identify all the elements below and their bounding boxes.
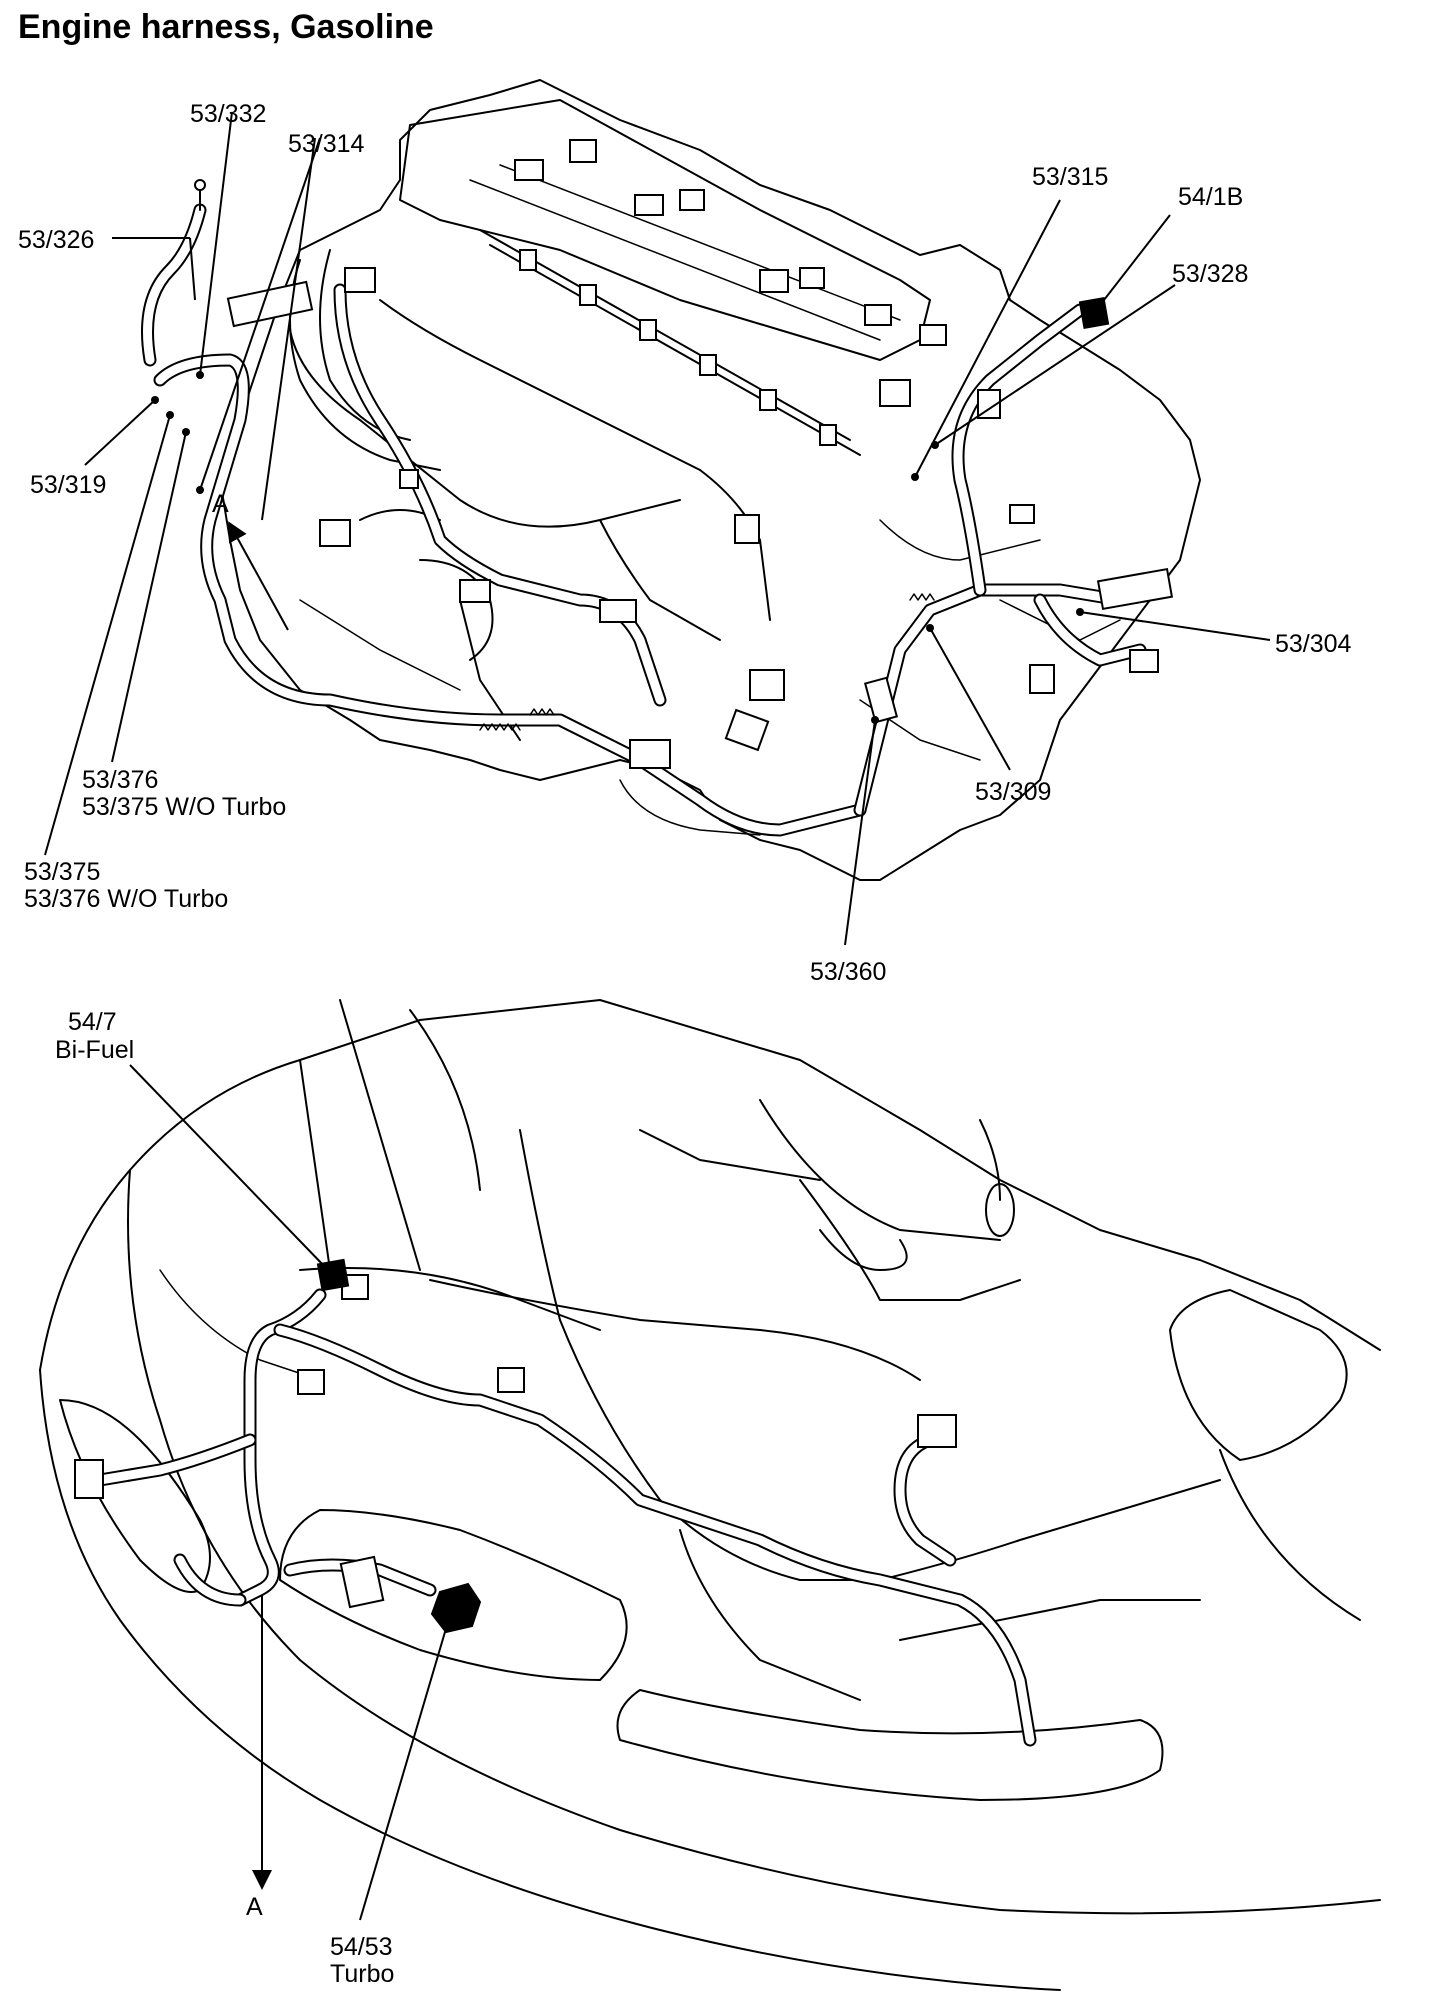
- engine-labels: 53/332 53/314 53/326 53/319 53/315 54/1B…: [18, 100, 1352, 986]
- label-53-314: 53/314: [288, 130, 365, 158]
- label-53-332: 53/332: [190, 100, 266, 128]
- label-53-326: 53/326: [18, 226, 94, 254]
- engine-connectors: [226, 139, 1174, 769]
- front-connectors: [74, 1274, 957, 1609]
- label-54-53: 54/53: [330, 1933, 393, 1961]
- label-53-319: 53/319: [30, 471, 106, 499]
- label-bi-fuel: Bi-Fuel: [55, 1036, 134, 1064]
- arrow-a-up: [228, 521, 289, 631]
- front-car-drawing: [39, 999, 1381, 1991]
- label-53-375-wo-turbo: 53/375 W/O Turbo: [82, 793, 286, 821]
- label-53-309: 53/309: [975, 778, 1051, 806]
- label-53-360: 53/360: [810, 958, 886, 986]
- label-turbo: Turbo: [330, 1960, 394, 1988]
- label-53-376-wo-turbo: 53/376 W/O Turbo: [24, 885, 228, 913]
- engine-callout-leaders: [44, 111, 1271, 946]
- page-title: Engine harness, Gasoline: [18, 8, 434, 46]
- label-53-304: 53/304: [1275, 630, 1352, 658]
- label-53-376: 53/376: [82, 766, 158, 794]
- label-arrow-a-engine: A: [212, 490, 229, 518]
- fuel-injectors: [519, 249, 837, 446]
- label-arrow-a-front: A: [246, 1893, 263, 1921]
- label-53-315: 53/315: [1032, 163, 1108, 191]
- front-labels: 54/7 Bi-Fuel 54/53 Turbo A: [55, 1008, 394, 1988]
- label-53-375: 53/375: [24, 858, 100, 886]
- connector-54-53: [430, 1582, 482, 1634]
- engine-drawing: [44, 79, 1271, 946]
- label-53-328: 53/328: [1172, 260, 1248, 288]
- label-54-1b: 54/1B: [1178, 183, 1243, 211]
- front-callout-leaders: [129, 1064, 451, 1921]
- label-54-7: 54/7: [68, 1008, 117, 1036]
